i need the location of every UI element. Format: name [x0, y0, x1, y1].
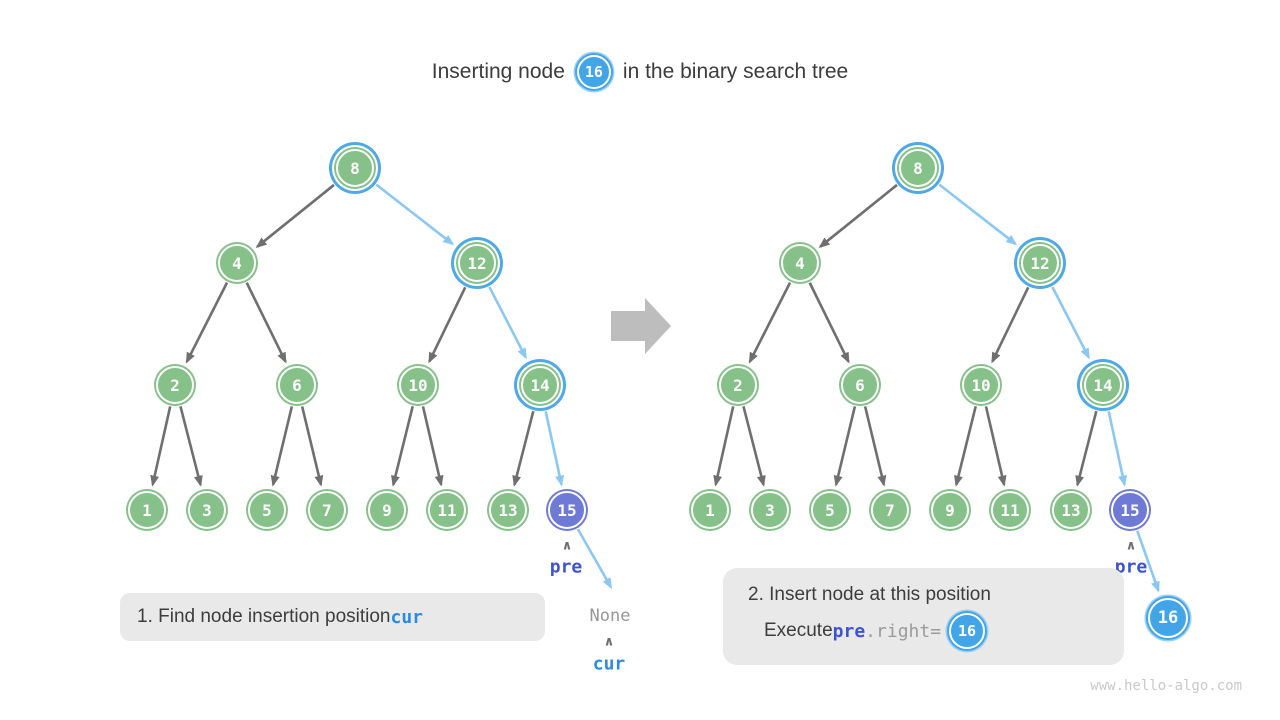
edge-step-2-insert-node-2-1 [713, 406, 735, 487]
caption-text: pre [832, 620, 866, 642]
edge-step-1-find-position-6-5 [270, 406, 294, 487]
caption-text: 1. Find node insertion position [137, 606, 391, 627]
caption-text: 2. Insert node at this position [748, 584, 991, 605]
tree-step-2-insert-node-node-1: 1 [691, 491, 729, 529]
caption-2-line-2: Execute pre.right = 16 [748, 613, 1124, 649]
tree-step-1-find-position-node-5: 5 [248, 491, 286, 529]
tree-step-2-insert-node-node-13: 13 [1052, 491, 1090, 529]
edge-step-1-find-position-14-13 [512, 410, 535, 487]
tree-step-2-insert-node-node-2: 2 [719, 366, 757, 404]
edge-step-2-insert-node-8-4 [818, 183, 898, 248]
tree-step-1-find-position-node-8: 8 [336, 149, 374, 187]
label-none: None [589, 606, 631, 626]
edge-step-1-find-position-12-14 [488, 286, 527, 360]
tree-step-1-find-position-node-3: 3 [188, 491, 226, 529]
edge-step-2-insert-node-6-5 [833, 406, 857, 487]
title-prefix: Inserting node [431, 60, 565, 83]
tree-step-1-find-position-node-1: 1 [128, 491, 166, 529]
edge-step-2-insert-node-10-9 [954, 406, 977, 487]
caption-text: right [876, 620, 931, 642]
label-cur: cur [592, 653, 626, 675]
tree-step-2-insert-node-node-16: 16 [1148, 598, 1188, 638]
edge-step-1-find-position-2-1 [150, 406, 172, 487]
edge-step-1-find-position-8-12 [375, 183, 455, 246]
diagram-title: Inserting node 16 in the binary search t… [0, 52, 1280, 92]
edge-step-2-insert-node-14-13 [1075, 410, 1098, 487]
edge-step-2-insert-node-12-14 [1051, 286, 1090, 360]
caption-2-line-1: 2. Insert node at this position [748, 584, 1124, 606]
tree-step-1-find-position-node-4: 4 [218, 244, 256, 282]
tree-step-1-find-position-node-9: 9 [368, 491, 406, 529]
tree-step-2-insert-node-node-6: 6 [841, 366, 879, 404]
tree-step-2-insert-node-node-15: 15 [1111, 491, 1149, 529]
tree-step-1-find-position-node-10: 10 [399, 366, 437, 404]
label-pre: pre [549, 556, 583, 578]
edge-step-1-find-position-4-2 [185, 282, 229, 364]
tree-step-1-find-position-node-2: 2 [156, 366, 194, 404]
caption-step-1: 1. Find node insertion position cur [120, 593, 545, 641]
edge-step-2-insert-node-10-11 [984, 406, 1007, 487]
tree-step-1-find-position-node-13: 13 [489, 491, 527, 529]
tree-step-1-find-position-node-7: 7 [308, 491, 346, 529]
edge-step-1-find-position-8-4 [255, 183, 335, 248]
tree-step-2-insert-node-node-8: 8 [899, 149, 937, 187]
watermark: www.hello-algo.com [1090, 678, 1242, 694]
tree-step-2-insert-node-node-7: 7 [871, 491, 909, 529]
tree-step-1-find-position-node-15: 15 [548, 491, 586, 529]
caption-text: cur [390, 606, 424, 628]
tree-step-2-insert-node-node-5: 5 [811, 491, 849, 529]
edge-step-2-insert-node-4-6 [808, 282, 850, 364]
edge-step-2-insert-node-2-3 [742, 405, 766, 487]
label-pre: pre [1114, 556, 1148, 578]
edge-step-1-find-position-2-3 [179, 405, 203, 487]
title-node-16: 16 [576, 55, 611, 89]
pointer-caret-icon: ∧ [561, 538, 573, 554]
tree-step-1-find-position-node-6: 6 [278, 366, 316, 404]
edge-step-2-insert-node-4-2 [748, 282, 792, 364]
tree-step-2-insert-node-node-12: 12 [1021, 244, 1059, 282]
edge-step-1-find-position-4-6 [245, 282, 287, 364]
edge-step-2-insert-node-6-7 [863, 406, 887, 487]
edge-step-1-find-position-10-9 [391, 406, 414, 487]
caption-1-line-1: 1. Find node insertion position cur [137, 606, 545, 628]
edge-step-2-insert-node-14-15 [1107, 411, 1128, 487]
tree-step-1-find-position-node-12: 12 [458, 244, 496, 282]
tree-step-1-find-position-node-11: 11 [428, 491, 466, 529]
caption-text: Execute [764, 620, 833, 641]
tree-step-2-insert-node-node-11: 11 [991, 491, 1029, 529]
edge-step-1-find-position-15-none [576, 528, 613, 589]
pointer-caret-icon: ∧ [1125, 538, 1137, 554]
caption-node-16: 16 [949, 613, 986, 649]
edge-step-2-insert-node-15-16 [1136, 530, 1160, 593]
caption-text: . [865, 620, 877, 642]
tree-step-2-insert-node-node-3: 3 [751, 491, 789, 529]
edge-step-1-find-position-12-10 [428, 286, 467, 364]
title-suffix: in the binary search tree [622, 60, 849, 83]
tree-step-2-insert-node-node-14: 14 [1084, 366, 1122, 404]
transition-arrow-icon [611, 298, 671, 354]
tree-step-2-insert-node-node-4: 4 [781, 244, 819, 282]
edge-step-1-find-position-10-11 [421, 406, 444, 487]
caption-text: = [930, 620, 942, 642]
edge-step-2-insert-node-12-10 [991, 286, 1030, 364]
edge-step-2-insert-node-8-12 [938, 183, 1018, 246]
edge-step-1-find-position-14-15 [544, 411, 565, 487]
tree-step-2-insert-node-node-9: 9 [931, 491, 969, 529]
pointer-caret-icon: ∧ [603, 634, 615, 650]
edge-step-1-find-position-6-7 [300, 406, 324, 487]
tree-step-1-find-position-node-14: 14 [521, 366, 559, 404]
tree-step-2-insert-node-node-10: 10 [962, 366, 1000, 404]
